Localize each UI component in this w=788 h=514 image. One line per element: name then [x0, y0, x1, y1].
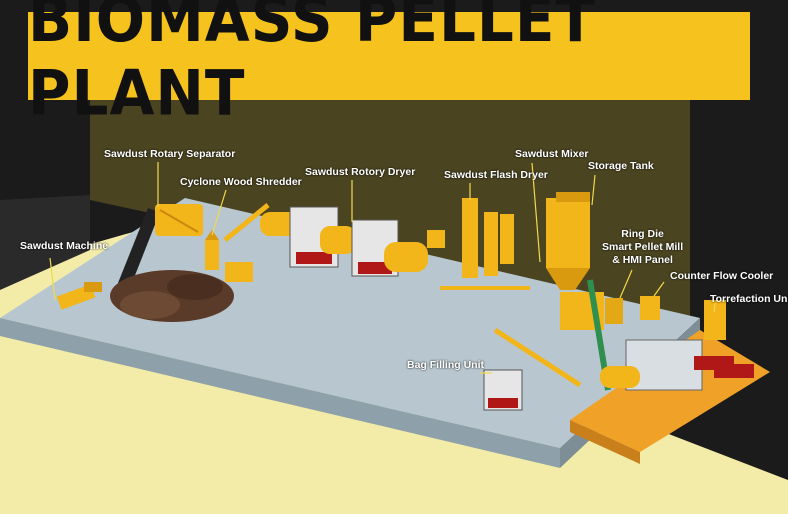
- label-bag-filling: Bag Filling Unit: [407, 359, 484, 371]
- label-rotary-separator: Sawdust Rotary Separator: [104, 148, 236, 160]
- floor-slab-top: [0, 198, 700, 448]
- label-pellet-mill: Ring Die Smart Pellet Mill & HMI Panel: [602, 228, 684, 266]
- orange-platform-side: [570, 420, 640, 464]
- counter-flow-cooler: [600, 296, 703, 391]
- label-mixer: Sawdust Mixer: [515, 148, 589, 160]
- label-flash-dryer: Sawdust Flash Dryer: [444, 169, 548, 181]
- label-cyclone-shredder: Cyclone Wood Shredder: [180, 176, 302, 188]
- back-wall: [90, 100, 690, 330]
- cyclone-shredder: [205, 203, 270, 282]
- label-counter-flow-cooler: Counter Flow Cooler: [670, 270, 774, 282]
- bag-filling-unit: [483, 369, 523, 411]
- label-rotory-dryer: Sawdust Rotory Dryer: [305, 166, 416, 178]
- label-torrefaction: Torrefaction Uni: [710, 293, 788, 305]
- flash-dryer: [427, 198, 530, 290]
- label-storage-tank: Storage Tank: [588, 160, 654, 172]
- torrefaction-unit: [694, 300, 754, 378]
- label-leader-lines: [49, 162, 716, 374]
- sawdust-machine: [56, 282, 102, 310]
- rotory-dryer: [260, 206, 428, 277]
- storage-tank: [546, 192, 590, 290]
- sawdust-pile: [110, 270, 234, 322]
- left-wall-shadow: [0, 195, 90, 290]
- label-sawdust-machine: Sawdust Machine: [20, 240, 109, 252]
- page-title: BIOMASS PELLET PLANT: [28, 0, 597, 130]
- rotary-separator: [118, 204, 203, 288]
- title-banner: BIOMASS PELLET PLANT: [28, 0, 750, 129]
- floor-slab-front: [0, 318, 560, 468]
